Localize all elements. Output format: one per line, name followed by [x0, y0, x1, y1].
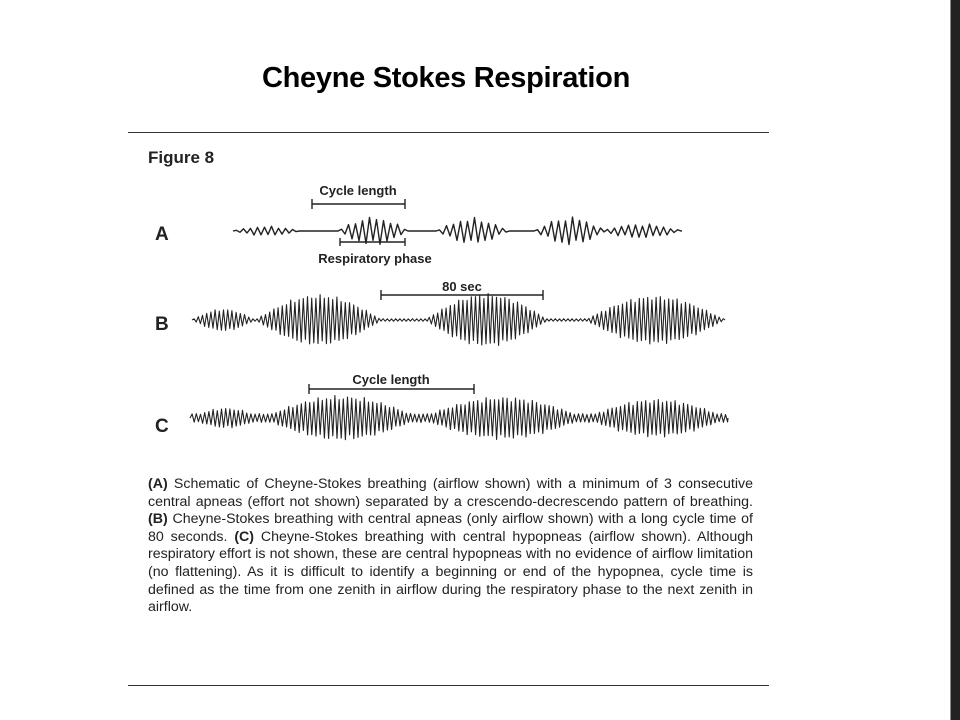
panel-b-80-sec-bracket — [380, 290, 544, 300]
figure-label: Figure 8 — [148, 148, 215, 167]
panel-a-cycle-length-bracket — [311, 199, 406, 209]
top-divider — [128, 132, 769, 133]
panel-b-80-sec-label: 80 sec — [442, 279, 482, 294]
panel-c-airflow-trace — [189, 394, 729, 441]
panel-a-cycle-length-label: Cycle length — [319, 183, 396, 198]
figure-caption: (A) Schematic of Cheyne-Stokes breathing… — [148, 476, 753, 617]
bottom-divider — [128, 685, 769, 686]
caption-text-c: Cheyne-Stokes breathing with central hyp… — [148, 528, 753, 616]
panel-c-cycle-length-label: Cycle length — [352, 372, 429, 387]
panel-label-b: B — [155, 314, 169, 335]
caption-label-c: (C) — [234, 528, 255, 545]
caption-label-b: (B) — [148, 511, 168, 528]
panel-a-airflow-trace — [232, 216, 682, 246]
caption-text-b: Cheyne-Stokes breathing with central apn… — [148, 511, 753, 545]
slide-title: Cheyne Stokes Respiration — [262, 62, 630, 94]
window-edge — [950, 0, 960, 720]
panel-b-airflow-trace — [191, 293, 726, 346]
caption-label-a: (A) — [148, 476, 168, 492]
panel-label-c: C — [155, 416, 169, 437]
panel-label-a: A — [155, 224, 169, 245]
panel-a-respiratory-phase-label: Respiratory phase — [318, 251, 431, 266]
panel-c-cycle-length-bracket — [308, 384, 475, 394]
caption-text-a: Schematic of Cheyne-Stokes breathing (ai… — [148, 476, 753, 510]
panel-a-respiratory-phase-bracket — [339, 238, 406, 246]
